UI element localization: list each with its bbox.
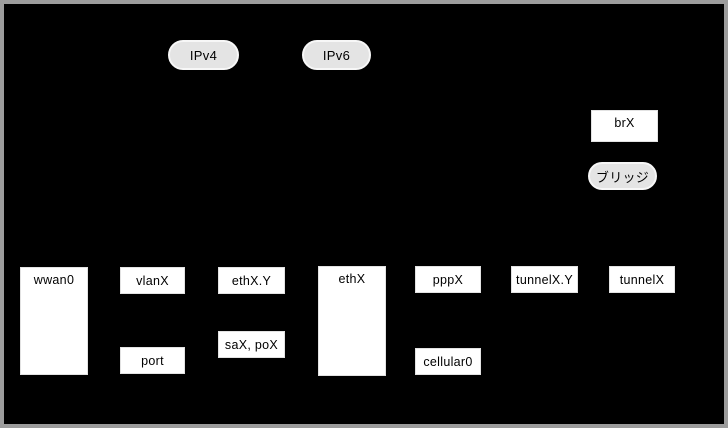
node-ipv6: IPv6 — [302, 40, 371, 70]
node-wwan0: wwan0 — [20, 267, 88, 375]
node-brx: brX — [591, 110, 658, 142]
node-pppx: pppX — [415, 266, 481, 293]
node-ipv4: IPv4 — [168, 40, 239, 70]
node-bridge: ブリッジ — [588, 162, 657, 190]
node-sax-pox: saX, poX — [218, 331, 285, 358]
node-tunnelx: tunnelX — [609, 266, 675, 293]
node-ethx-y: ethX.Y — [218, 267, 285, 294]
node-vlanx: vlanX — [120, 267, 185, 294]
node-tunnelx-y: tunnelX.Y — [511, 266, 578, 293]
node-ethx: ethX — [318, 266, 386, 376]
node-port: port — [120, 347, 185, 374]
node-cellular0: cellular0 — [415, 348, 481, 375]
